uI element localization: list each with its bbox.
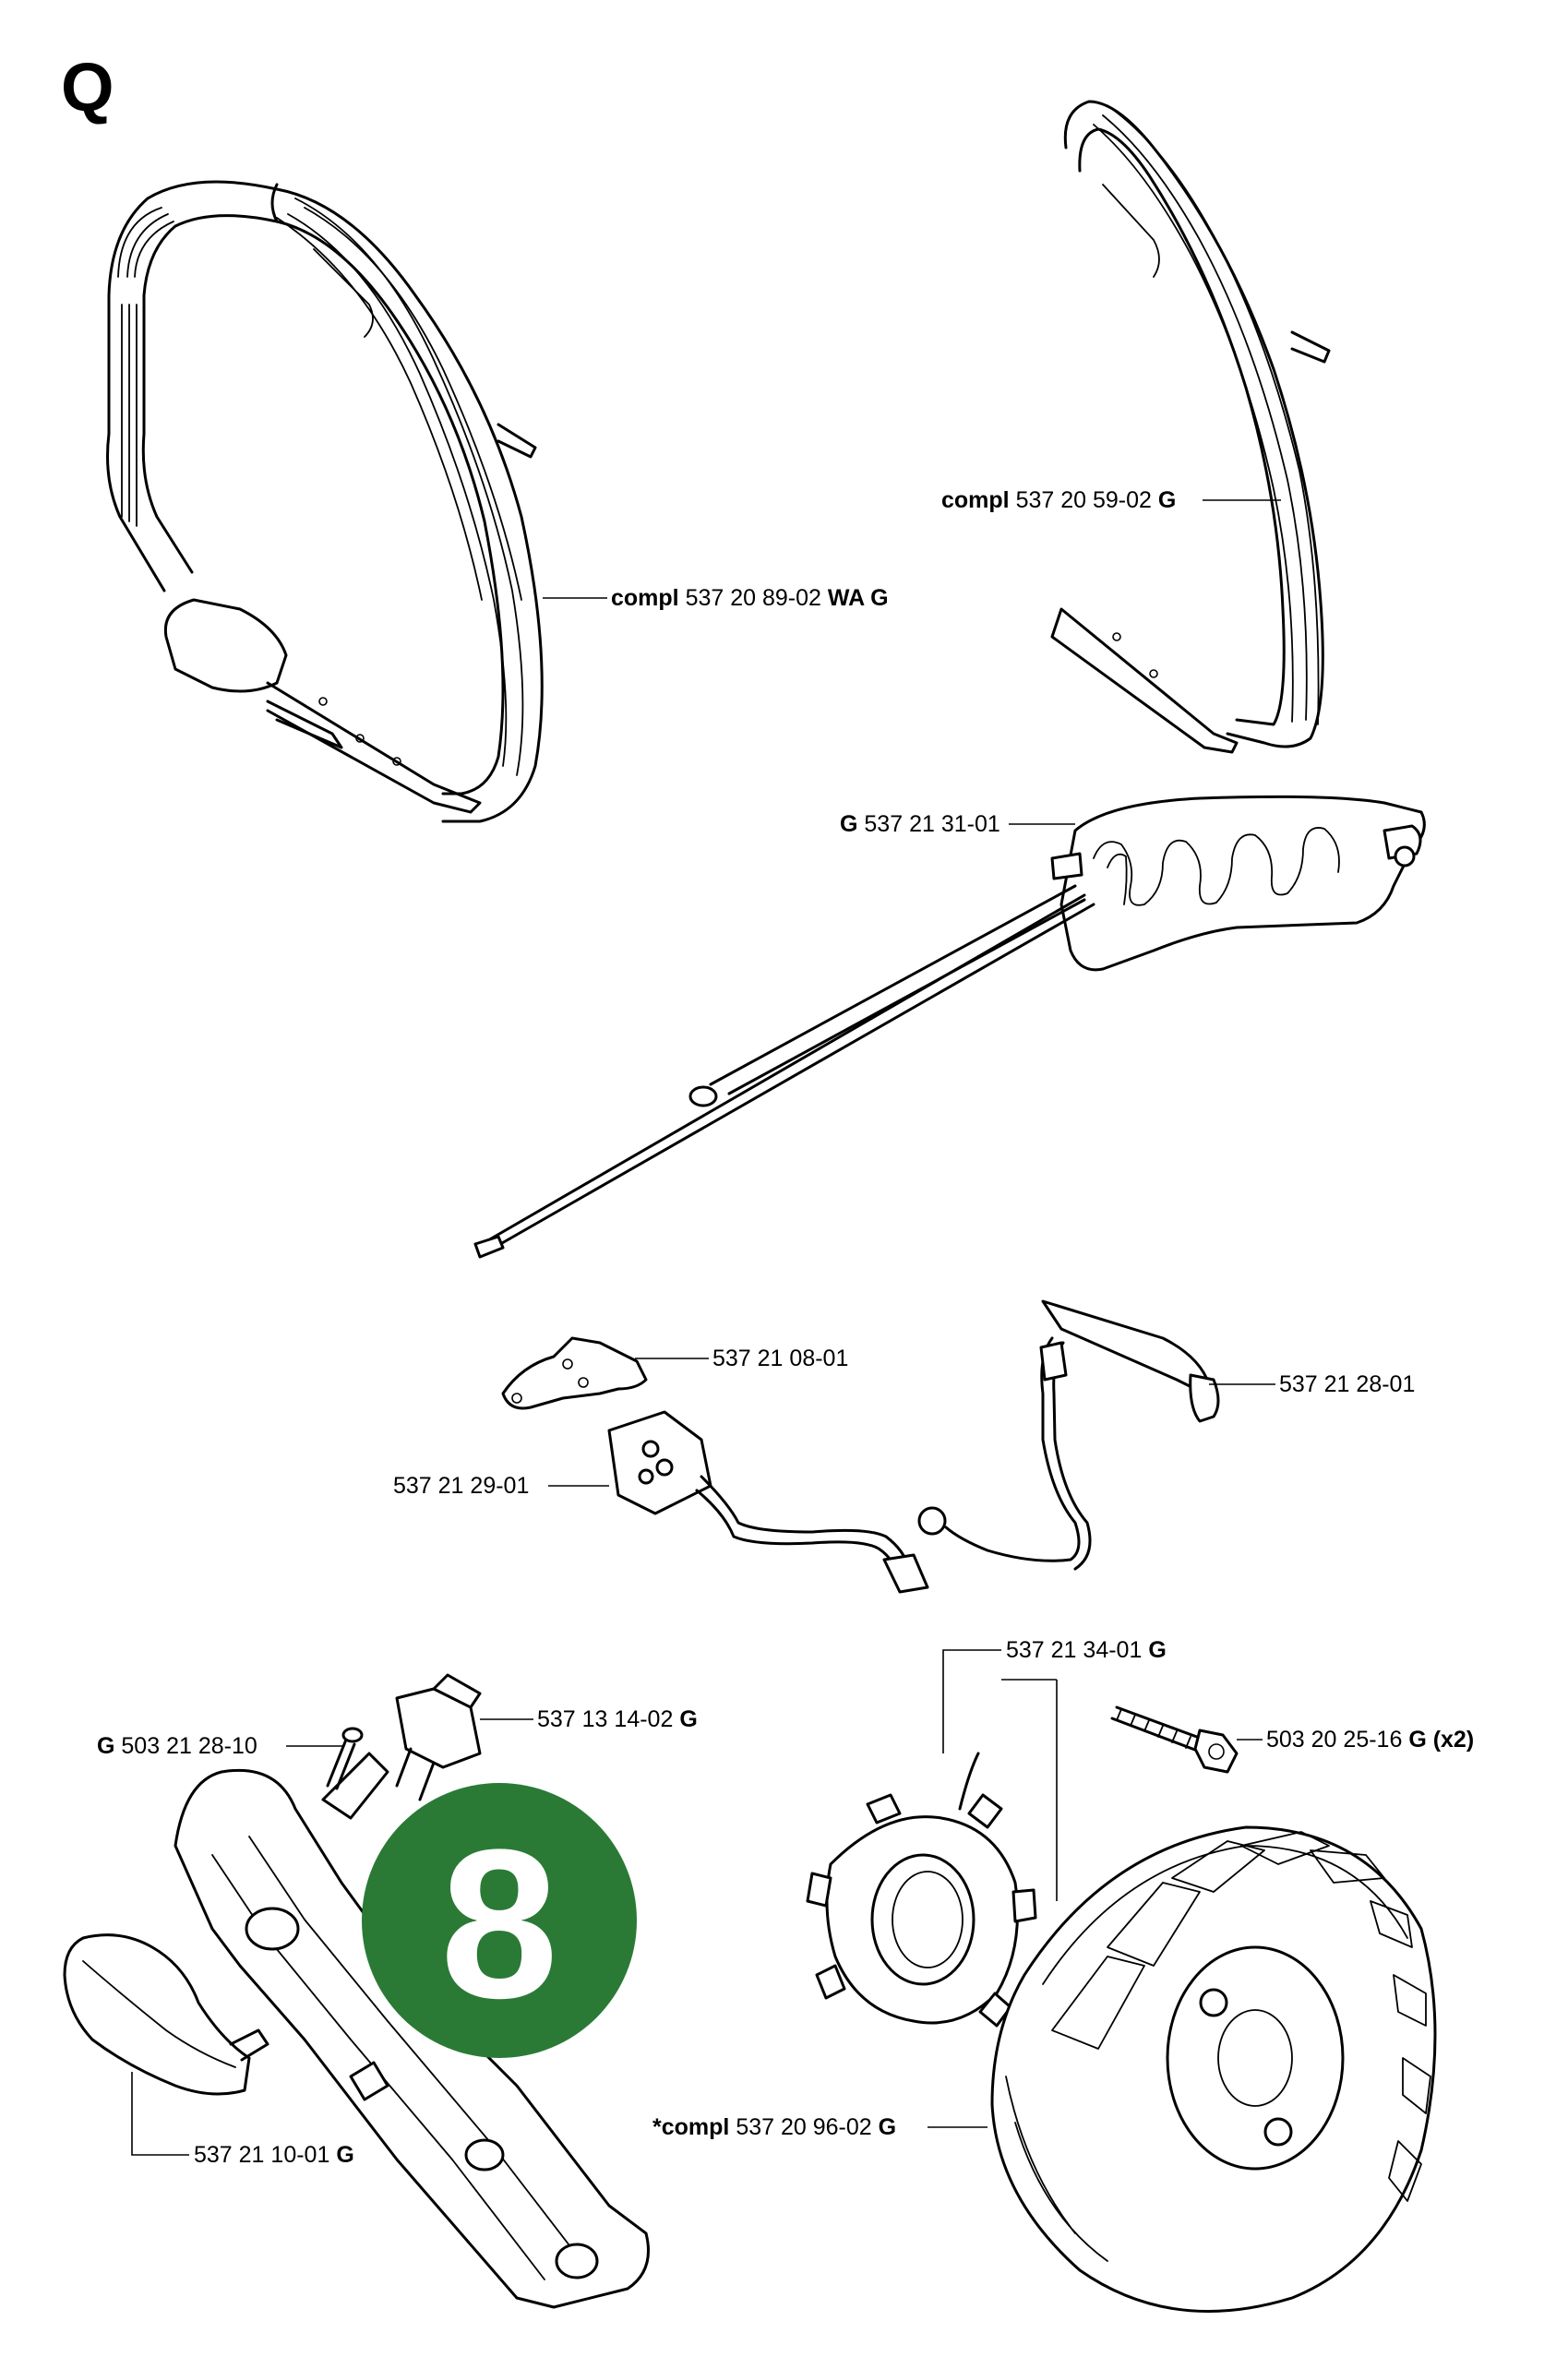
cover-label[interactable]: 537 21 10-01 G xyxy=(194,2144,354,2167)
heating-element-label[interactable]: G 537 21 31-01 xyxy=(840,813,1000,836)
flywheel-label[interactable]: *compl 537 20 96-02 G xyxy=(652,2116,896,2139)
screw-bolt-suffix: G (x2) xyxy=(1408,1727,1475,1753)
heating-element-drawing xyxy=(473,795,1426,1259)
screw-bolt-number: 503 20 25-16 xyxy=(1266,1727,1403,1753)
front-handle-suffix: WA G xyxy=(827,585,889,611)
leader-lines xyxy=(131,499,1281,2156)
switch-block-label[interactable]: 537 21 29-01 xyxy=(393,1475,529,1498)
screw-bolt-label[interactable]: 503 20 25-16 G (x2) xyxy=(1266,1729,1474,1752)
bolt-drawing xyxy=(1110,1705,1239,1774)
stator-suffix: G xyxy=(1148,1637,1167,1663)
flywheel-drawing xyxy=(990,1825,1437,2314)
rear-handle-number: 537 20 59-02 xyxy=(1015,487,1152,513)
switch-label[interactable]: 537 13 14-02 G xyxy=(537,1708,698,1731)
page-number-badge: 8 xyxy=(362,1783,637,2058)
flywheel-number: 537 20 96-02 xyxy=(736,2114,872,2140)
switch-part-drawing xyxy=(395,1673,482,1801)
cable-right-number: 537 21 28-01 xyxy=(1279,1371,1416,1397)
clamp-number: 537 21 08-01 xyxy=(712,1346,849,1371)
switch-suffix: G xyxy=(679,1706,698,1732)
switch-block-number: 537 21 29-01 xyxy=(393,1473,530,1499)
screw-small-prefix: G xyxy=(97,1733,115,1759)
stator-label[interactable]: 537 21 34-01 G xyxy=(1006,1639,1167,1662)
stator-drawing xyxy=(806,1752,1037,2028)
rear-handle-drawing xyxy=(1050,100,1331,754)
heating-element-number: 537 21 31-01 xyxy=(864,811,1000,837)
rear-handle-prefix: compl xyxy=(941,487,1010,513)
cover-number: 537 21 10-01 xyxy=(194,2142,330,2168)
cover-housing-drawing xyxy=(174,1752,650,2309)
screw-small-label[interactable]: G 503 21 28-10 xyxy=(97,1735,257,1758)
section-letter: Q xyxy=(61,49,114,126)
rear-handle-label[interactable]: compl 537 20 59-02 G xyxy=(941,489,1176,512)
flywheel-prefix: *compl xyxy=(652,2114,730,2140)
clamp-label[interactable]: 537 21 08-01 xyxy=(712,1347,848,1370)
rear-handle-suffix: G xyxy=(1157,487,1177,513)
switch-number: 537 13 14-02 xyxy=(537,1706,674,1732)
small-cover-drawing xyxy=(63,1933,269,2096)
front-handle-label[interactable]: compl 537 20 89-02 WA G xyxy=(611,587,889,610)
cable-right-label[interactable]: 537 21 28-01 xyxy=(1279,1373,1415,1396)
cable-right-drawing xyxy=(917,1299,1220,1571)
screw-small-number: 503 21 28-10 xyxy=(121,1733,257,1759)
flywheel-suffix: G xyxy=(878,2114,897,2140)
heating-element-prefix: G xyxy=(840,811,858,837)
front-handle-drawing xyxy=(106,180,544,823)
switch-block-drawing xyxy=(607,1410,929,1594)
front-handle-number: 537 20 89-02 xyxy=(685,585,821,611)
small-screw-drawing xyxy=(326,1727,364,1790)
stator-number: 537 21 34-01 xyxy=(1006,1637,1143,1663)
badge-number: 8 xyxy=(440,1805,558,2042)
cover-suffix: G xyxy=(336,2142,354,2168)
clamp-drawing xyxy=(501,1336,648,1410)
front-handle-prefix: compl xyxy=(611,585,679,611)
